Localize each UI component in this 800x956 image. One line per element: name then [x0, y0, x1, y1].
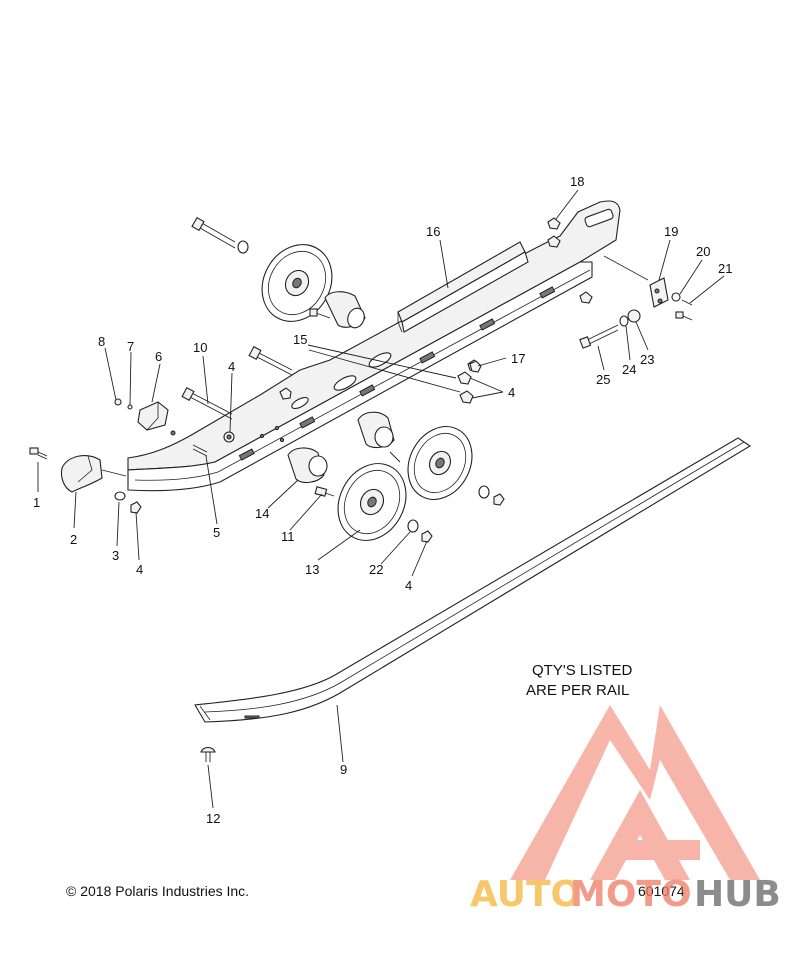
watermark-brand-1: AUTO — [470, 874, 581, 915]
watermark-brand-2: MOTO — [570, 874, 692, 915]
callout-4-lower: 4 — [405, 578, 412, 593]
note-line-1: QTY'S LISTED — [532, 662, 633, 679]
callout-25: 25 — [596, 372, 610, 387]
callout-8: 8 — [98, 334, 105, 349]
slide-rail-bar — [397, 241, 529, 333]
idler-wheel-13 — [337, 463, 407, 541]
callout-15: 15 — [293, 332, 307, 347]
callout-4-rear: 4 — [508, 385, 515, 400]
hardware-wheel-fasteners — [314, 485, 505, 543]
bolt-10 — [181, 386, 233, 420]
spacer-bolt-23-24-25 — [579, 309, 641, 349]
axle-housing-upper — [309, 291, 366, 329]
quantity-note: QTY'S LISTED ARE PER RAIL — [526, 662, 633, 699]
nuts-18 — [547, 217, 561, 248]
screws-7-8 — [114, 398, 133, 410]
callout-4-front: 4 — [136, 562, 143, 577]
callout-19: 19 — [664, 224, 678, 239]
washer-3-nut-4 — [114, 491, 142, 514]
callout-12: 12 — [206, 811, 220, 826]
callout-6: 6 — [155, 349, 162, 364]
nut-4-upper — [223, 431, 235, 443]
callout-24: 24 — [622, 362, 636, 377]
callout-11: 11 — [281, 529, 295, 544]
watermark-text: AUTO MOTO HUB — [470, 874, 781, 915]
copyright-text: © 2018 Polaris Industries Inc. — [66, 883, 249, 899]
callout-2: 2 — [70, 532, 77, 547]
callouts: 1 2 3 4 5 6 7 8 10 4 15 14 11 13 22 4 12… — [33, 174, 732, 826]
watermark-logo — [510, 705, 760, 880]
callout-10: 10 — [193, 340, 207, 355]
callout-1: 1 — [33, 495, 40, 510]
bolt-upper-15 — [248, 345, 293, 400]
callout-21: 21 — [718, 261, 732, 276]
watermark-brand-3: HUB — [694, 874, 781, 915]
rail-rear-nut — [579, 291, 593, 304]
long-bolt-top — [191, 216, 249, 254]
callout-20: 20 — [696, 244, 710, 259]
axle-housing-14 — [287, 447, 328, 484]
suspension-rail — [127, 200, 621, 492]
pin-5 — [192, 444, 208, 457]
bracket-19 — [603, 255, 669, 308]
callout-13: 13 — [305, 562, 319, 577]
callout-23: 23 — [640, 352, 654, 367]
note-line-2: ARE PER RAIL — [526, 682, 629, 699]
idler-wheel-upper — [261, 244, 333, 322]
callout-5: 5 — [213, 525, 220, 540]
rivet-12 — [200, 746, 216, 762]
bumper-6 — [137, 401, 176, 436]
idler-wheel-rear — [407, 426, 473, 500]
bolt-1 — [29, 447, 48, 460]
callout-4-upper: 4 — [228, 359, 235, 374]
callout-14: 14 — [255, 506, 269, 521]
callout-22: 22 — [369, 562, 383, 577]
figure-number: 601074 — [638, 883, 685, 899]
callout-18: 18 — [570, 174, 584, 189]
bolts-20-21 — [671, 292, 693, 321]
callout-17: 17 — [511, 351, 525, 366]
rail-slide — [194, 437, 752, 723]
callout-9: 9 — [340, 762, 347, 777]
front-cap-2 — [60, 455, 127, 493]
callout-7: 7 — [127, 339, 134, 354]
leader-lines — [37, 189, 725, 809]
callout-3: 3 — [112, 548, 119, 563]
axle-housing-lower — [357, 411, 401, 463]
bolt-17 — [469, 360, 482, 373]
callout-16: 16 — [426, 224, 440, 239]
